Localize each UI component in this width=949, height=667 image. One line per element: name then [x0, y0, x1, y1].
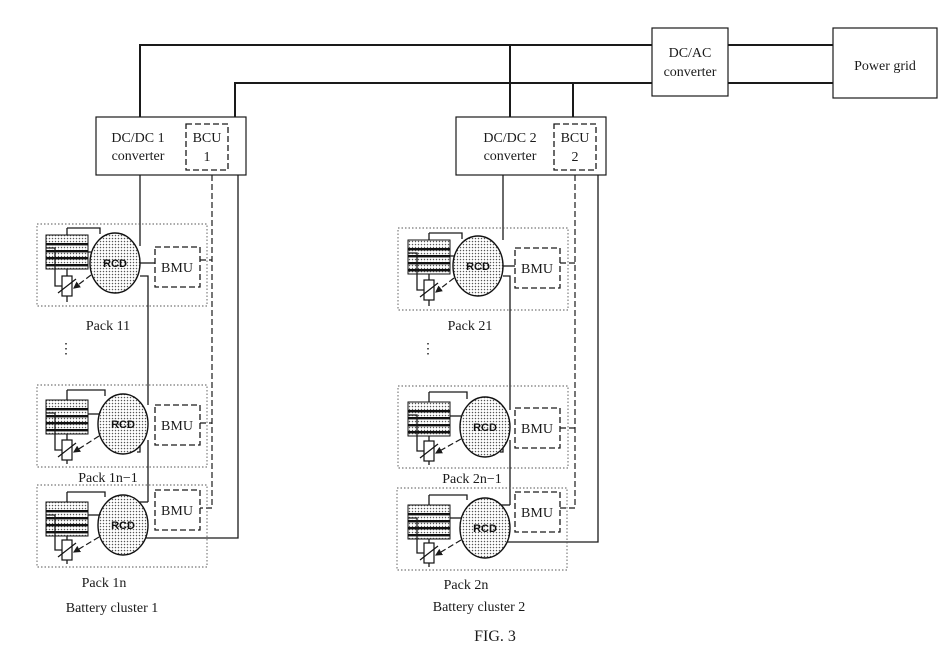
dcdc-converter-1: DC/DC 1 converter BCU 1 [96, 117, 246, 175]
bmu-label: BMU [161, 261, 193, 276]
rcd-label: RCD [466, 261, 490, 273]
dcdc-converter-2: DC/DC 2 converter BCU 2 [456, 117, 606, 175]
battery-cluster-label: Battery cluster 1 [66, 601, 159, 616]
battery-cluster-1: DC/DC 1 converter BCU 1 [37, 117, 246, 616]
battery-cells-icon [408, 495, 450, 539]
pack-11: RCD BMU Pack 11 [37, 224, 207, 334]
battery-cells-icon [408, 392, 450, 436]
battery-cluster-2: DC/DC 2 converter BCU 2 [397, 117, 606, 615]
cluster-2-wiring [488, 175, 598, 542]
rcd-label: RCD [473, 422, 497, 434]
dcac-converter: DC/AC converter [652, 28, 728, 96]
pack-ellipsis: ⋮ [421, 342, 435, 357]
bmu-label: BMU [521, 262, 553, 277]
dcdc-label-line1: DC/DC 1 [111, 131, 164, 146]
bmu-label: BMU [521, 506, 553, 521]
pack-label: Pack 21 [448, 319, 493, 334]
pack-ellipsis: ⋮ [59, 342, 73, 357]
rcd-label: RCD [103, 258, 127, 270]
rcd-label: RCD [473, 523, 497, 535]
pack-1n-1: RCD BMU Pack 1n−1 [37, 385, 207, 486]
rcd-label: RCD [111, 419, 135, 431]
bmu-label: BMU [161, 504, 193, 519]
battery-cells-icon [46, 390, 88, 434]
battery-cells-icon [46, 492, 88, 536]
dcdc-label-line2: converter [112, 149, 165, 164]
power-grid-label: Power grid [854, 59, 916, 74]
cluster-1-wiring [126, 175, 238, 538]
figure-caption: FIG. 3 [474, 628, 516, 645]
dcdc-label-line2: converter [484, 149, 537, 164]
bcu-label-line2: 2 [572, 150, 579, 165]
battery-cluster-label: Battery cluster 2 [433, 600, 526, 615]
power-grid: Power grid [833, 28, 937, 98]
rcd-label: RCD [111, 520, 135, 532]
bcu-label-line2: 1 [204, 150, 211, 165]
pack-label: Pack 2n−1 [442, 472, 502, 487]
pack-label: Pack 1n [82, 576, 127, 591]
dcdc-label-line1: DC/DC 2 [483, 131, 536, 146]
bcu-label-line1: BCU [193, 131, 222, 146]
pack-label: Pack 2n [444, 578, 489, 593]
dcac-label-line2: converter [664, 65, 717, 80]
pack-label: Pack 1n−1 [78, 471, 138, 486]
pack-label: Pack 11 [86, 319, 130, 334]
pack-2n: RCD BMU Pack 2n [397, 488, 567, 593]
dcac-label-line1: DC/AC [669, 46, 712, 61]
pack-21: RCD BMU Pack 21 [398, 228, 568, 334]
main-bus-wiring [140, 45, 833, 117]
bcu-label-line1: BCU [561, 131, 590, 146]
pack-2n-1: RCD BMU Pack 2n−1 [398, 386, 568, 487]
bmu-label: BMU [521, 422, 553, 437]
bmu-label: BMU [161, 419, 193, 434]
